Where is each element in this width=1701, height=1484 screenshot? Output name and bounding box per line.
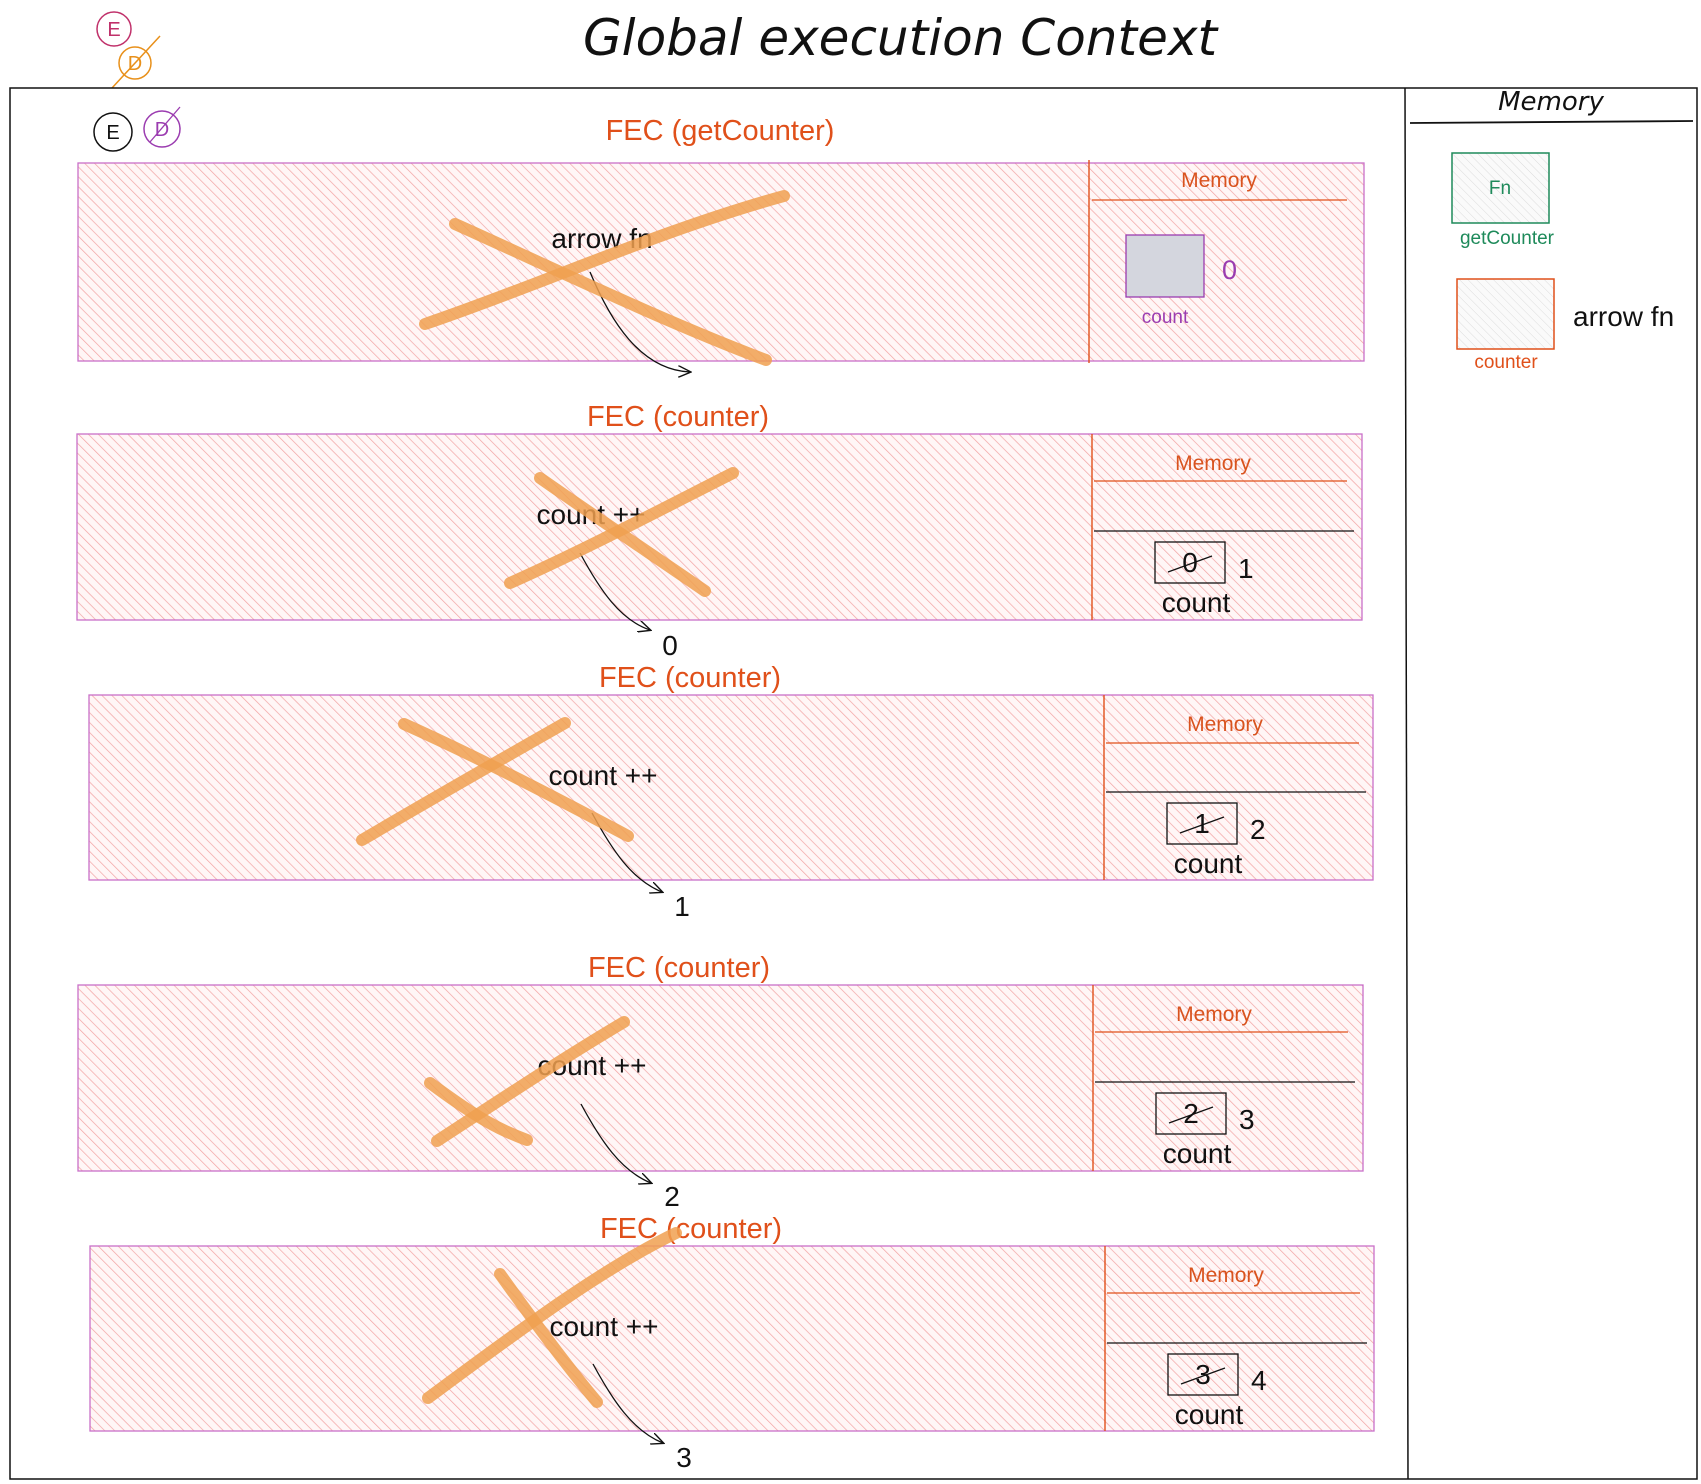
fec-title: FEC (getCounter) [606, 115, 835, 147]
fec-box [77, 984, 1364, 1172]
d-strike-icon [111, 35, 161, 89]
e-circle-icon [96, 11, 132, 47]
cross-out-icon [398, 718, 634, 842]
count-old-value: 3 [1195, 1359, 1211, 1390]
count-new-value: 3 [1239, 1104, 1255, 1135]
fec-title: FEC (counter) [587, 401, 769, 433]
global-memory-underline [1409, 120, 1694, 124]
return-arrow-icon [580, 1103, 651, 1183]
fec-block-counter-4: FEC (counter) Memory 3 4 count count ++ … [89, 1213, 1375, 1473]
getcounter-box-text: Fn [1489, 178, 1511, 199]
cross-out-icon [356, 717, 571, 846]
getcounter-memory-box [1451, 152, 1550, 224]
cross-out-icon [431, 1016, 630, 1147]
count-value: 0 [1222, 255, 1237, 285]
fec-box [89, 1245, 1375, 1432]
memory-label: Memory [1176, 1003, 1252, 1026]
output-value: 1 [674, 891, 690, 922]
fec-title: FEC (counter) [599, 662, 781, 694]
d-circle-icon [118, 46, 152, 80]
global-context-frame [9, 87, 1698, 1480]
e-circle-label: E [107, 19, 120, 41]
code-line: count ++ [549, 760, 658, 791]
memory-label: Memory [1187, 713, 1263, 736]
fec-title: FEC (counter) [588, 952, 770, 984]
count-variable-box [1154, 541, 1226, 584]
counter-value: arrow fn [1573, 301, 1674, 332]
count-old-value: 0 [1182, 547, 1198, 578]
code-line: count ++ [550, 1311, 659, 1342]
global-memory-panel: Memory Fn getCounter counter arrow fn [1409, 87, 1694, 373]
count-old-value: 2 [1183, 1098, 1199, 1129]
count-label: count [1163, 1138, 1232, 1169]
output-value: 3 [676, 1442, 692, 1473]
count-new-value: 1 [1238, 553, 1254, 584]
fec-box [88, 694, 1374, 881]
count-variable-box [1166, 802, 1238, 845]
d-circle-icon [143, 110, 181, 148]
cross-out-icon [424, 1077, 533, 1146]
count-new-value: 2 [1250, 814, 1266, 845]
top-legend: E D [96, 11, 161, 89]
cross-out-icon [419, 190, 790, 330]
inner-legend: E D [93, 106, 181, 152]
page-title: Global execution Context [583, 9, 1220, 67]
count-label: count [1142, 307, 1189, 328]
output-value: 0 [662, 630, 678, 661]
return-arrow-icon [579, 552, 650, 630]
global-memory-heading: Memory [1498, 87, 1604, 117]
fec-block-counter-3: FEC (counter) Memory 2 3 count count ++ … [77, 952, 1364, 1212]
count-label: count [1162, 587, 1231, 618]
cross-out-icon [422, 1227, 682, 1404]
memory-label: Memory [1175, 452, 1251, 475]
memory-label: Memory [1181, 169, 1257, 192]
global-divider [1404, 87, 1409, 1480]
count-variable-box [1125, 234, 1205, 298]
strike-icon [1180, 1367, 1226, 1385]
count-label: count [1175, 1399, 1244, 1430]
cross-out-icon [504, 467, 739, 589]
fec-block-counter-1: FEC (counter) Memory 0 1 count count ++ … [76, 401, 1363, 661]
return-arrow-icon [592, 1363, 663, 1443]
strike-icon [1168, 1106, 1214, 1124]
count-label: count [1174, 848, 1243, 879]
cross-out-icon [494, 1268, 603, 1408]
strike-icon [1179, 816, 1225, 834]
fec-title: FEC (counter) [600, 1213, 782, 1245]
e-circle-icon [93, 112, 133, 152]
fec-block-getcounter: FEC (getCounter) Memory 0 count arrow fn [77, 115, 1365, 372]
cross-out-icon [534, 472, 711, 597]
count-old-value: 1 [1194, 808, 1210, 839]
d-strike-icon [149, 106, 181, 143]
getcounter-label: getCounter [1460, 228, 1555, 249]
count-variable-box [1167, 1353, 1239, 1396]
fec-block-counter-2: FEC (counter) Memory 1 2 count count ++ … [88, 662, 1374, 922]
count-variable-box [1155, 1092, 1227, 1135]
output-value: 2 [664, 1181, 680, 1212]
cross-out-icon [449, 218, 772, 366]
e-circle-label: E [106, 122, 119, 144]
counter-memory-box [1456, 278, 1555, 350]
count-new-value: 4 [1251, 1365, 1267, 1396]
strike-icon [1167, 555, 1213, 573]
fec-box [76, 433, 1363, 621]
counter-label: counter [1474, 352, 1538, 373]
memory-label: Memory [1188, 1264, 1264, 1287]
